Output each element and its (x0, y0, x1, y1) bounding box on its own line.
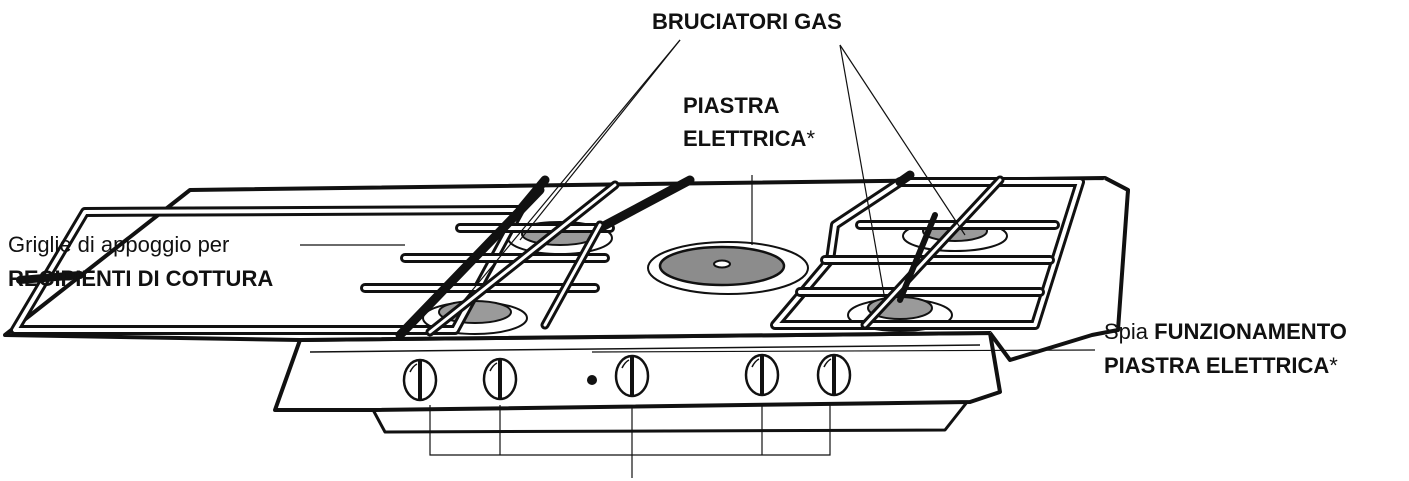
electric-plate (647, 241, 809, 295)
label-electric-plate-line2: ELETTRICA* (683, 125, 815, 153)
label-gas-burners: BRUCIATORI GAS (652, 9, 842, 34)
grid-right (770, 170, 1085, 330)
knob-2 (482, 357, 518, 401)
indicator-prefix: Spia (1104, 319, 1155, 344)
label-indicator-line2: PIASTRA ELETTRICA* (1104, 352, 1338, 380)
indicator-lamp (587, 375, 597, 385)
leader-lines (300, 39, 1096, 478)
grid-left (10, 175, 695, 340)
indicator-asterisk: * (1329, 353, 1338, 378)
indicator-line1-bold: FUNZIONAMENTO (1154, 319, 1347, 344)
control-knobs (402, 353, 852, 402)
knob-3 (614, 354, 650, 398)
electric-plate-text: ELETTRICA (683, 126, 807, 151)
label-electric-plate-line1: PIASTRA (683, 93, 780, 118)
right-endcap (988, 176, 1130, 362)
label-indicator-line1: Spia FUNZIONAMENTO (1104, 318, 1347, 346)
label-grids-line1: Griglie di appoggio per (8, 232, 230, 257)
label-grids-line2: RECIPIENTI DI COTTURA (8, 266, 274, 291)
knob-4 (744, 353, 780, 397)
indicator-line2-bold: PIASTRA ELETTRICA (1104, 353, 1330, 378)
knob-5 (816, 353, 852, 397)
front-edge-line (309, 344, 981, 353)
electric-plate-asterisk: * (806, 126, 816, 151)
knob-1 (402, 358, 438, 402)
